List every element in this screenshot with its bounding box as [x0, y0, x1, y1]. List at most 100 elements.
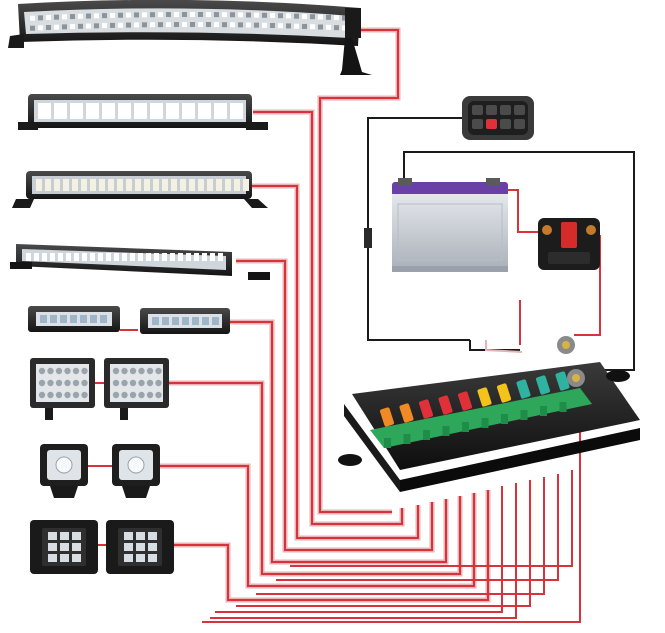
led: [54, 179, 60, 191]
led: [112, 379, 120, 387]
led: [60, 315, 67, 323]
led: [42, 253, 47, 261]
led: [38, 367, 46, 375]
led: [72, 532, 81, 540]
led: [112, 391, 120, 399]
led: [170, 253, 175, 261]
led: [124, 543, 133, 551]
led: [81, 367, 88, 375]
led: [62, 14, 67, 20]
led: [182, 12, 187, 18]
led: [198, 22, 203, 28]
led: [48, 532, 57, 540]
led: [146, 391, 154, 399]
led: [243, 179, 249, 191]
led: [90, 179, 96, 191]
led: [138, 253, 143, 261]
led: [34, 253, 39, 261]
wire-slim-light-bar-3: [236, 258, 435, 553]
led: [72, 543, 81, 551]
led: [86, 23, 91, 29]
led: [134, 103, 147, 119]
fuse-terminal: [559, 402, 567, 412]
led: [134, 22, 139, 28]
led: [192, 317, 199, 325]
fuse: [555, 371, 570, 391]
led: [78, 23, 83, 29]
led: [230, 12, 235, 18]
switch-button: [472, 119, 483, 129]
led: [146, 253, 151, 261]
pod-light-pair: [30, 358, 169, 420]
led: [148, 532, 157, 540]
led: [26, 253, 31, 261]
led: [60, 543, 69, 551]
led: [78, 13, 83, 19]
led: [198, 179, 204, 191]
wire-cube-light-pair: [88, 463, 477, 589]
led: [129, 367, 137, 375]
led: [114, 253, 119, 261]
fuse-terminal: [403, 434, 411, 444]
led: [194, 253, 199, 261]
led: [146, 367, 154, 375]
led: [86, 13, 91, 19]
led: [162, 179, 168, 191]
led: [202, 253, 207, 261]
led: [124, 554, 133, 562]
led: [146, 379, 154, 387]
led: [55, 391, 63, 399]
led: [254, 12, 259, 18]
led: [47, 379, 54, 387]
led: [342, 15, 347, 21]
led: [302, 23, 307, 29]
fuse: [379, 407, 395, 427]
led: [102, 13, 107, 19]
led: [302, 13, 307, 19]
fuse-relay-box: [338, 336, 640, 492]
led: [55, 379, 63, 387]
led: [155, 367, 162, 375]
led: [246, 22, 251, 28]
led: [82, 253, 87, 261]
led: [182, 22, 187, 28]
led: [121, 379, 128, 387]
led: [47, 367, 54, 375]
led: [206, 12, 211, 18]
led: [214, 103, 227, 119]
fuse-terminal: [462, 422, 469, 432]
fuse: [477, 387, 492, 407]
slim-light-bar-1: [18, 94, 268, 130]
led: [254, 22, 259, 28]
led: [129, 391, 137, 399]
led: [94, 13, 99, 19]
led: [106, 253, 111, 261]
led: [142, 22, 147, 28]
led: [81, 391, 88, 399]
switch-panel: [462, 96, 534, 140]
wire-pod-light-pair: [95, 380, 463, 577]
wire-mini-bar-pair: [120, 319, 449, 565]
circuit-breaker: [538, 218, 600, 270]
led: [318, 24, 323, 30]
led: [70, 24, 75, 30]
led: [138, 379, 145, 387]
led: [155, 379, 162, 387]
led: [225, 179, 231, 191]
flush-mount-leds: [48, 532, 157, 562]
led: [50, 315, 57, 323]
led: [63, 179, 69, 191]
led: [216, 179, 222, 191]
led: [54, 14, 59, 20]
led: [98, 253, 103, 261]
wire-curved-light-bar: [317, 27, 401, 515]
led: [278, 13, 283, 19]
led: [198, 103, 211, 119]
battery: [392, 178, 508, 272]
led: [326, 24, 331, 30]
led: [118, 22, 123, 28]
led: [189, 179, 195, 191]
led: [212, 317, 219, 325]
slim-light-bar-2-leds: [36, 179, 249, 191]
led: [86, 103, 99, 119]
